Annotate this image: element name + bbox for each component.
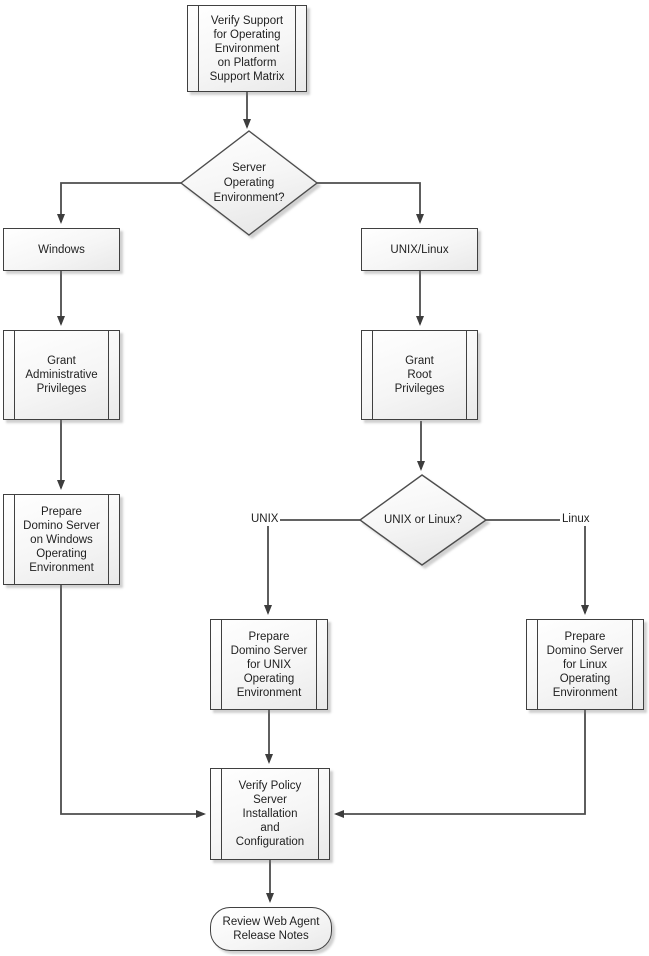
node-grant-admin-label: Grant Administrative Privileges (25, 355, 98, 395)
node-grant-root: Grant Root Privileges (361, 330, 478, 420)
node-prepare-linux-label: Prepare Domino Server for Linux Operatin… (546, 630, 624, 699)
node-unix-linux: UNIX/Linux (361, 228, 478, 271)
node-windows-label: Windows (38, 243, 85, 256)
decision-unix-or-linux: UNIX or Linux? (360, 475, 486, 565)
node-review-notes-label: Review Web Agent Release Notes (222, 916, 320, 942)
node-prepare-windows-label: Prepare Domino Server on Windows Operati… (23, 505, 100, 574)
node-prepare-unix: Prepare Domino Server for UNIX Operating… (210, 619, 328, 710)
edge-decision2-unix-branch (264, 519, 360, 615)
node-grant-root-label: Grant Root Privileges (394, 355, 445, 395)
edge-preparelinux-to-verifypolicy (334, 710, 586, 818)
node-review-notes: Review Web Agent Release Notes (210, 907, 332, 951)
edge-decision1-to-windows (57, 182, 181, 224)
decision-server-os-shape (179, 130, 319, 236)
node-grant-admin: Grant Administrative Privileges (3, 330, 120, 420)
decision-unix-or-linux-label: UNIX or Linux? (384, 513, 462, 526)
edge-label-unix: UNIX (249, 512, 281, 526)
decision-server-os-label: Server Operating Environment? (213, 161, 285, 204)
node-verify-support-label: Verify Support for Operating Environment… (209, 14, 285, 83)
edge-preparewindows-to-verifypolicy (60, 585, 206, 818)
decision-unix-or-linux-shape (358, 474, 488, 566)
edge-decision2-linux-branch (485, 519, 589, 615)
node-verify-policy-label: Verify Policy Server Installation and Co… (235, 780, 305, 848)
node-prepare-linux: Prepare Domino Server for Linux Operatin… (526, 619, 644, 710)
node-windows: Windows (3, 228, 120, 271)
decision-server-os: Server Operating Environment? (181, 131, 317, 235)
node-unix-linux-label: UNIX/Linux (390, 243, 449, 256)
node-verify-policy: Verify Policy Server Installation and Co… (210, 768, 330, 860)
node-verify-support: Verify Support for Operating Environment… (187, 5, 307, 92)
node-prepare-unix-label: Prepare Domino Server for UNIX Operating… (230, 630, 308, 699)
edge-decision1-to-unixlinux (317, 182, 424, 224)
node-prepare-windows: Prepare Domino Server on Windows Operati… (3, 494, 120, 585)
edge-label-linux: Linux (560, 512, 592, 526)
